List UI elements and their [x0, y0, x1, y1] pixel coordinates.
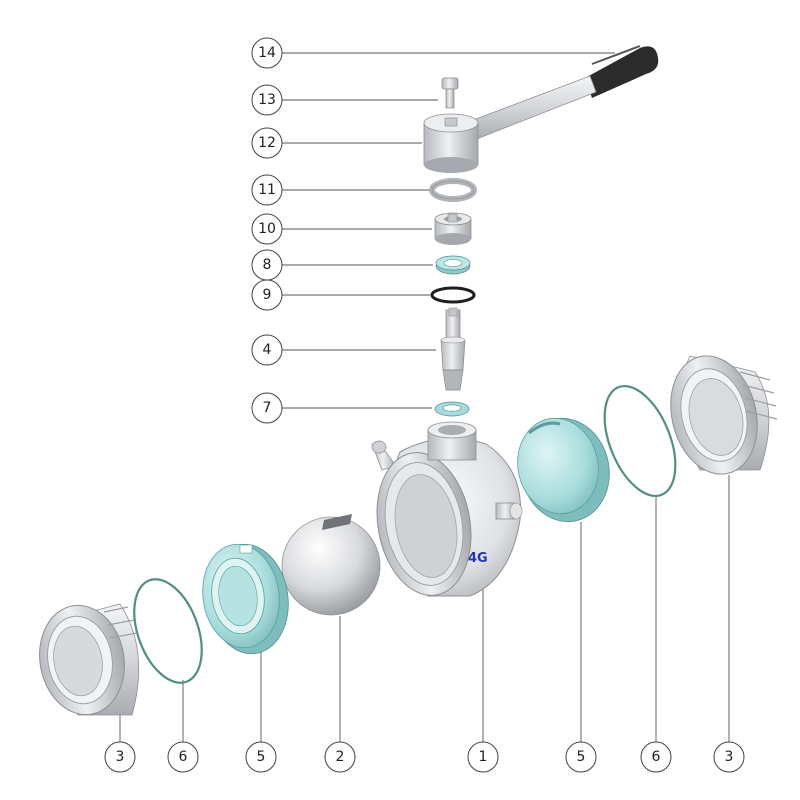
- callout-bottom-1-label: 1: [479, 749, 488, 765]
- callout-bottom-5-right: 5: [565, 741, 597, 773]
- part-3-right-end-connector: [670, 355, 778, 475]
- part-4-stem: [440, 307, 466, 391]
- callout-12: 12: [251, 127, 283, 159]
- callout-bottom-1: 1: [467, 741, 499, 773]
- callout-9: 9: [251, 279, 283, 311]
- callout-13-label: 13: [258, 92, 276, 108]
- callout-bottom-5-left: 5: [245, 741, 277, 773]
- callout-11-label: 11: [258, 182, 276, 198]
- callout-7-label: 7: [263, 400, 272, 416]
- callout-bottom-6-right-label: 6: [652, 749, 661, 765]
- callout-7: 7: [251, 392, 283, 424]
- brand-logo: 4G: [468, 551, 488, 566]
- part-9-o-ring: [430, 286, 476, 304]
- callout-bottom-3-left: 3: [104, 741, 136, 773]
- callout-bottom-5-left-label: 5: [257, 749, 266, 765]
- callout-8: 8: [251, 249, 283, 281]
- callout-bottom-6-right: 6: [640, 741, 672, 773]
- callout-bottom-2-label: 2: [336, 749, 345, 765]
- part-10-gland-nut: [434, 212, 472, 245]
- callout-11: 11: [251, 174, 283, 206]
- part-6-right-gasket: [603, 384, 677, 498]
- part-13-bolt: [441, 77, 459, 109]
- callout-bottom-6-left: 6: [167, 741, 199, 773]
- callout-bottom-3-right-label: 3: [725, 749, 734, 765]
- part-2-ball: [281, 514, 381, 616]
- leader-lines: [119, 52, 730, 742]
- callout-9-label: 9: [263, 287, 272, 303]
- part-1-valve-body: 4G: [371, 421, 523, 597]
- part-3-left-end-connector: [39, 603, 140, 716]
- part-7-lower-seal: [434, 401, 470, 417]
- part-5-right-seat: [517, 417, 610, 523]
- callout-13: 13: [251, 84, 283, 116]
- part-11-ring: [429, 178, 477, 202]
- callout-bottom-5-right-label: 5: [577, 749, 586, 765]
- part-6-left-gasket: [133, 578, 203, 684]
- callout-bottom-2: 2: [324, 741, 356, 773]
- callout-4-label: 4: [263, 342, 272, 358]
- callout-8-label: 8: [263, 257, 272, 273]
- callout-bottom-3-right: 3: [713, 741, 745, 773]
- callout-14-label: 14: [258, 45, 276, 61]
- callout-14: 14: [251, 37, 283, 69]
- callout-4: 4: [251, 334, 283, 366]
- callout-12-label: 12: [258, 135, 276, 151]
- callout-bottom-6-left-label: 6: [179, 749, 188, 765]
- part-8-stem-seal: [435, 255, 471, 275]
- part-14-handle-grip: [585, 45, 659, 98]
- part-12-handle-hub: [423, 75, 597, 173]
- part-5-left-seat: [202, 543, 289, 655]
- callout-10-label: 10: [258, 221, 276, 237]
- callout-10: 10: [251, 213, 283, 245]
- callout-bottom-3-left-label: 3: [116, 749, 125, 765]
